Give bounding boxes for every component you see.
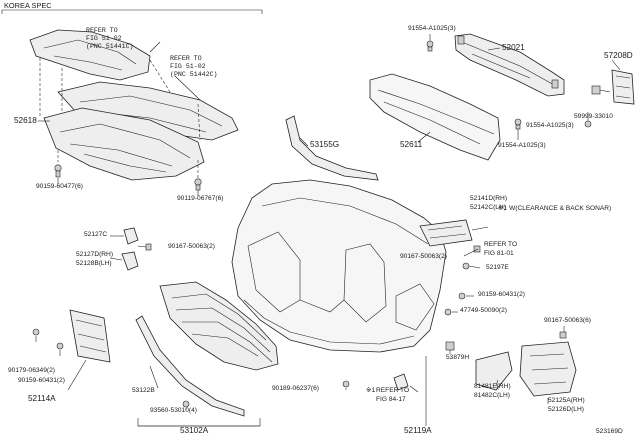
label-90159-60477: 90159-60477(6): [36, 183, 83, 190]
label-90189: 90189-06237(6): [272, 385, 319, 392]
screw-90179-06349: [32, 328, 40, 336]
label-93560: 93560-53010(4): [150, 407, 197, 414]
label-53102a: 53102A: [180, 426, 209, 435]
figure-id: 523169D: [596, 428, 623, 435]
screw-90189-06237: [342, 380, 350, 388]
bolt-91554-mid: [514, 118, 522, 126]
note-refer-81-line2: FIG 81-01: [484, 250, 514, 257]
note-refer-51441-line2: FIG 51-02: [86, 35, 122, 42]
clip-90167-far: [559, 331, 567, 339]
license-plate-bracket-52114a: [69, 309, 111, 363]
clip-90159-60431-left: [56, 342, 64, 350]
label-52142c: 52142C(LH): [470, 204, 506, 211]
label-52127d: 52127D(RH): [76, 251, 114, 258]
label-90179: 90179-06349(2): [8, 367, 55, 374]
grille-strip-53155g: [285, 115, 379, 181]
label-52618: 52618: [14, 116, 37, 125]
note-refer-84-line2: FIG 84-17: [376, 396, 406, 403]
label-90167-far: 90167-50063(6): [544, 317, 591, 324]
label-91554-low: 91554-A1025(3): [498, 142, 546, 149]
label-52197e: 52197E: [486, 264, 509, 271]
label-52141d: 52141D(RH): [470, 195, 508, 202]
note-refer-51442-line3: (PNC 51442C): [170, 71, 218, 78]
korea-spec-bracket: [1, 9, 263, 14]
bracket-52127d: [121, 251, 139, 271]
label-52114a: 52114A: [28, 394, 56, 403]
bumper-reinforcement-52021: [454, 33, 565, 97]
clip-90119-06767: [194, 178, 202, 186]
label-47749: 47749-50090(2): [460, 307, 507, 314]
clip-90159-60431-right: [458, 292, 466, 300]
clip-90167-right: [473, 245, 481, 253]
label-53155g: 53155G: [310, 140, 340, 149]
bracket-52127c: [123, 227, 139, 245]
label-52127c: 52127C: [84, 231, 108, 238]
bolt-59999-33010: [591, 85, 601, 95]
clip-52197e: [462, 262, 470, 270]
note-mark-short: ※1: [366, 387, 376, 394]
label-52611: 52611: [400, 140, 423, 149]
bumper-under-cover-52618: [43, 107, 205, 181]
clip-90167-left: [145, 243, 152, 251]
note-refer-51441-line3: (PNC 51441C): [86, 43, 134, 50]
label-53879h: 53879H: [446, 354, 470, 361]
label-81481e: 81481E(RH): [474, 383, 511, 390]
label-52119a: 52119A: [404, 426, 432, 435]
label-90159-left: 90159-60431(2): [18, 377, 65, 384]
sensor-53879h: [445, 341, 455, 351]
note-refer-51441-line1: REFER TO: [86, 27, 118, 34]
label-52125a: 52125A(RH): [548, 397, 585, 404]
bolt-91554-right: [584, 120, 592, 128]
label-81482c: 81482C(LH): [474, 392, 510, 399]
label-52021: 52021: [502, 43, 525, 52]
note-refer-51442-line1: REFER TO: [170, 55, 202, 62]
label-90119-06767: 90119-06767(6): [177, 195, 224, 202]
note-refer-84-line1: REFER TO: [376, 387, 410, 394]
label-90159-right: 90159-60431(2): [478, 291, 525, 298]
label-59999-33010: 59999-33010: [574, 113, 613, 120]
grille-molding-53122b: [135, 315, 245, 417]
label-90167-right: 90167-50063(2): [400, 253, 447, 260]
clip-93560-53010: [182, 400, 190, 408]
label-91554-mid: 91554-A1025(3): [526, 122, 574, 129]
note-clearance: ※1 W(CLEARANCE & BACK SONAR): [498, 205, 612, 212]
fog-lamp-cover-81481e: [475, 351, 513, 391]
label-90167-left: 90167-50063(2): [168, 243, 215, 250]
clip-47749-50090: [444, 308, 452, 316]
radiator-grille-53102a: [159, 281, 279, 371]
bumper-absorber-52611: [369, 73, 501, 161]
note-refer-81-line1: REFER TO: [484, 241, 518, 248]
clip-84-17: [393, 373, 409, 391]
note-refer-51442-line2: FIG 51-02: [170, 63, 206, 70]
label-91554-top: 91554-A1025(3): [408, 25, 456, 32]
clip-90159-60477: [54, 164, 62, 172]
label-53122b: 53122B: [132, 387, 155, 394]
label-52126d: 52126D(LH): [548, 406, 584, 413]
engine-under-cover-upper: [29, 29, 151, 81]
spec-tag: KOREA SPEC: [4, 1, 52, 10]
label-57208d: 57208D: [604, 51, 633, 60]
label-52128b: 52128B(LH): [76, 260, 112, 267]
bolt-91554-top: [426, 40, 434, 48]
